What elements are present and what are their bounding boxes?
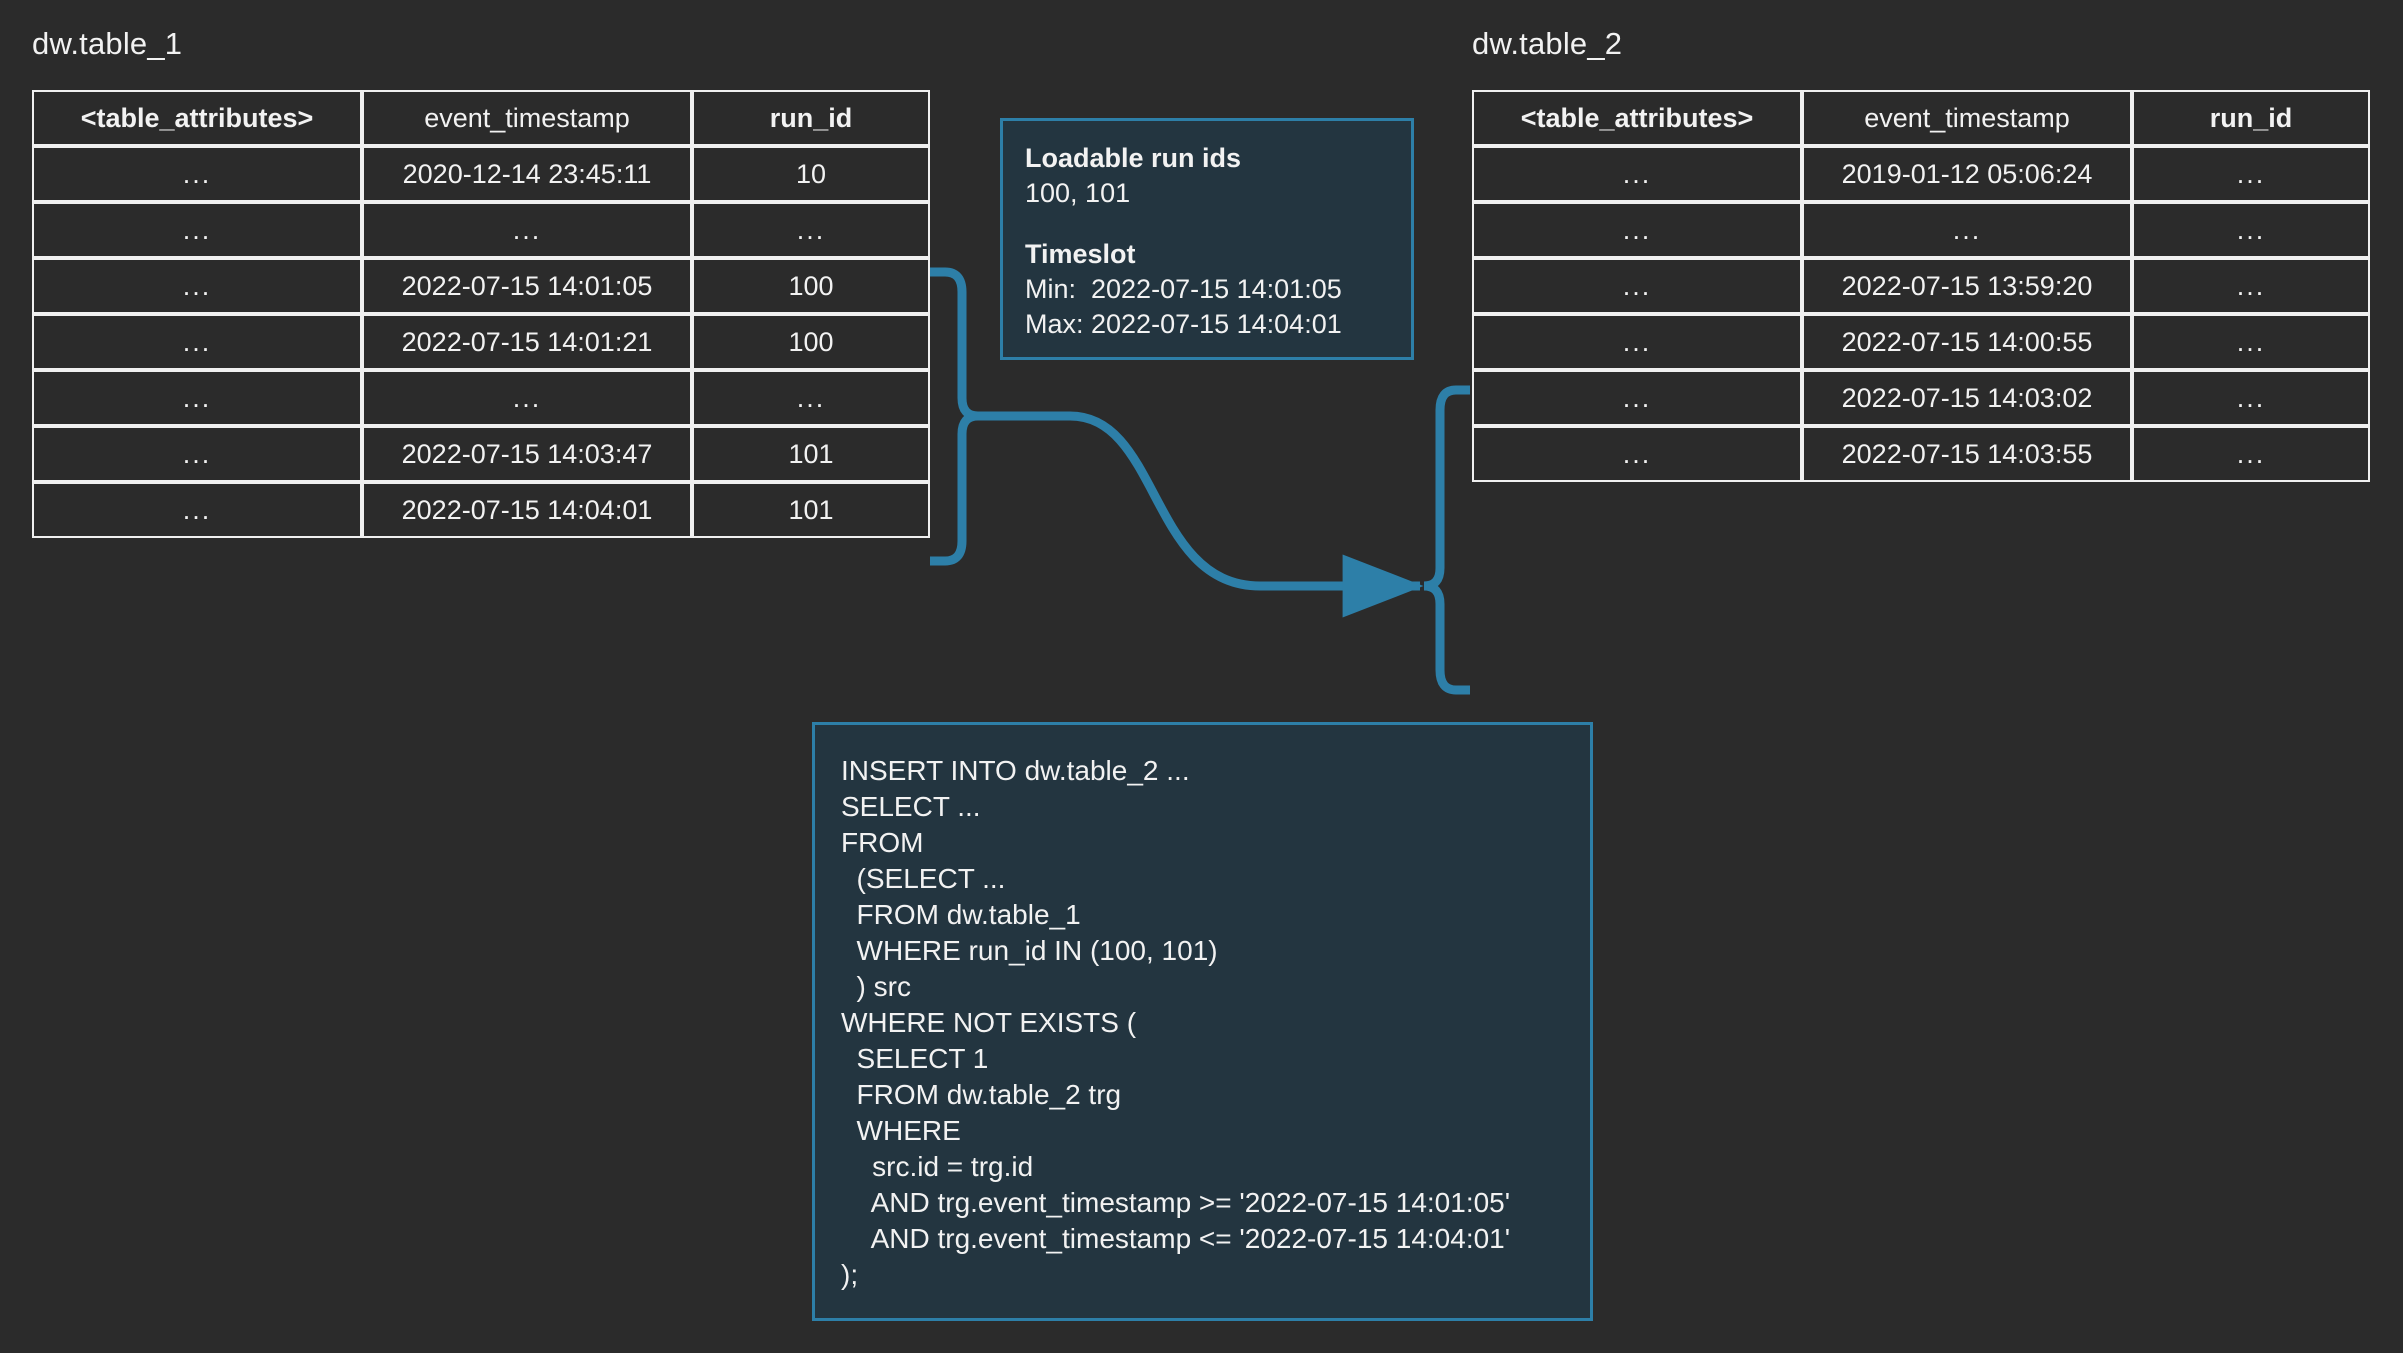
- cell-event-timestamp: 2022-07-15 14:03:47: [362, 426, 692, 482]
- cell-event-timestamp: 2022-07-15 13:59:20: [1802, 258, 2132, 314]
- cell-run-id: ...: [2132, 258, 2370, 314]
- table-row: ... ... ...: [1472, 202, 2370, 258]
- cell-run-id: ...: [2132, 426, 2370, 482]
- column-header-run-id: run_id: [2132, 90, 2370, 146]
- cell-attributes: ...: [32, 482, 362, 538]
- table-row: ... 2022-07-15 14:04:01 101: [32, 482, 930, 538]
- table-row: ... 2022-07-15 14:01:05 100: [32, 258, 930, 314]
- info-box-spacer: [1025, 211, 1389, 237]
- timeslot-heading: Timeslot: [1025, 239, 1136, 269]
- table-row: ... 2022-07-15 14:01:21 100: [32, 314, 930, 370]
- table-row: ... 2019-01-12 05:06:24 ...: [1472, 146, 2370, 202]
- cell-run-id: ...: [2132, 146, 2370, 202]
- sql-line: WHERE: [841, 1115, 961, 1146]
- table-row: ... 2022-07-15 13:59:20 ...: [1472, 258, 2370, 314]
- cell-event-timestamp: 2022-07-15 14:03:02: [1802, 370, 2132, 426]
- cell-event-timestamp: 2020-12-14 23:45:11: [362, 146, 692, 202]
- cell-attributes: ...: [1472, 426, 1802, 482]
- column-header-table-attributes: <table_attributes>: [1472, 90, 1802, 146]
- timeslot-min: Min: 2022-07-15 14:01:05: [1025, 274, 1342, 304]
- cell-event-timestamp: 2022-07-15 14:01:05: [362, 258, 692, 314]
- cell-run-id: 10: [692, 146, 930, 202]
- cell-event-timestamp: 2022-07-15 14:04:01: [362, 482, 692, 538]
- cell-attributes: ...: [1472, 370, 1802, 426]
- cell-run-id: ...: [692, 370, 930, 426]
- cell-run-id: ...: [2132, 202, 2370, 258]
- cell-attributes: ...: [1472, 146, 1802, 202]
- target-table: <table_attributes> event_timestamp run_i…: [1472, 90, 2370, 482]
- sql-line: WHERE run_id IN (100, 101): [841, 935, 1218, 966]
- cell-attributes: ...: [32, 314, 362, 370]
- sql-line: SELECT ...: [841, 791, 981, 822]
- cell-attributes: ...: [1472, 202, 1802, 258]
- cell-run-id: ...: [692, 202, 930, 258]
- loadable-runs-info-box: Loadable run ids 100, 101 Timeslot Min: …: [1000, 118, 1414, 360]
- table-row: ... 2022-07-15 14:00:55 ...: [1472, 314, 2370, 370]
- cell-run-id: 101: [692, 426, 930, 482]
- target-bracket-upper: [1423, 385, 1470, 591]
- source-table: <table_attributes> event_timestamp run_i…: [32, 90, 930, 538]
- sql-line: WHERE NOT EXISTS (: [841, 1007, 1137, 1038]
- loadable-runs-value: 100, 101: [1025, 178, 1131, 208]
- cell-run-id: 101: [692, 482, 930, 538]
- cell-attributes: ...: [1472, 314, 1802, 370]
- cell-event-timestamp: ...: [362, 370, 692, 426]
- column-header-event-timestamp: event_timestamp: [362, 90, 692, 146]
- target-bracket-lower: [1423, 581, 1470, 695]
- table-row: ... 2022-07-15 14:03:55 ...: [1472, 426, 2370, 482]
- source-table-title: dw.table_1: [32, 26, 183, 61]
- column-header-run-id: run_id: [692, 90, 930, 146]
- source-bracket-upper: [930, 267, 979, 421]
- sql-line: SELECT 1: [841, 1043, 989, 1074]
- cell-run-id: ...: [2132, 314, 2370, 370]
- cell-attributes: ...: [32, 426, 362, 482]
- sql-line: INSERT INTO dw.table_2 ...: [841, 755, 1190, 786]
- sql-line: AND trg.event_timestamp <= '2022-07-15 1…: [841, 1223, 1511, 1254]
- sql-line: FROM dw.table_2 trg: [841, 1079, 1122, 1110]
- table-header-row: <table_attributes> event_timestamp run_i…: [1472, 90, 2370, 146]
- timeslot-max: Max: 2022-07-15 14:04:01: [1025, 309, 1342, 339]
- sql-line: FROM dw.table_1: [841, 899, 1081, 930]
- cell-attributes: ...: [32, 370, 362, 426]
- cell-attributes: ...: [32, 146, 362, 202]
- sql-line: src.id = trg.id: [841, 1151, 1034, 1182]
- sql-statement-box: INSERT INTO dw.table_2 ... SELECT ... FR…: [812, 722, 1593, 1321]
- table-row: ... 2020-12-14 23:45:11 10: [32, 146, 930, 202]
- cell-run-id: ...: [2132, 370, 2370, 426]
- cell-event-timestamp: ...: [1802, 202, 2132, 258]
- table-header-row: <table_attributes> event_timestamp run_i…: [32, 90, 930, 146]
- table-row: ... 2022-07-15 14:03:47 101: [32, 426, 930, 482]
- source-bracket-lower: [930, 411, 979, 566]
- loadable-runs-heading: Loadable run ids: [1025, 143, 1242, 173]
- sql-line: ) src: [841, 971, 911, 1002]
- sql-line: AND trg.event_timestamp >= '2022-07-15 1…: [841, 1187, 1511, 1218]
- cell-attributes: ...: [1472, 258, 1802, 314]
- table-row: ... ... ...: [32, 202, 930, 258]
- cell-run-id: 100: [692, 314, 930, 370]
- table-row: ... ... ...: [32, 370, 930, 426]
- column-header-table-attributes: <table_attributes>: [32, 90, 362, 146]
- cell-run-id: 100: [692, 258, 930, 314]
- sql-line: );: [841, 1259, 859, 1290]
- cell-event-timestamp: 2022-07-15 14:01:21: [362, 314, 692, 370]
- cell-attributes: ...: [32, 202, 362, 258]
- target-table-title: dw.table_2: [1472, 26, 1623, 61]
- cell-attributes: ...: [32, 258, 362, 314]
- table-row: ... 2022-07-15 14:03:02 ...: [1472, 370, 2370, 426]
- cell-event-timestamp: 2022-07-15 14:03:55: [1802, 426, 2132, 482]
- cell-event-timestamp: ...: [362, 202, 692, 258]
- source-to-target-arrow: [978, 411, 1424, 618]
- sql-line: FROM: [841, 827, 924, 858]
- column-header-event-timestamp: event_timestamp: [1802, 90, 2132, 146]
- cell-event-timestamp: 2022-07-15 14:00:55: [1802, 314, 2132, 370]
- sql-line: (SELECT ...: [841, 863, 1006, 894]
- cell-event-timestamp: 2019-01-12 05:06:24: [1802, 146, 2132, 202]
